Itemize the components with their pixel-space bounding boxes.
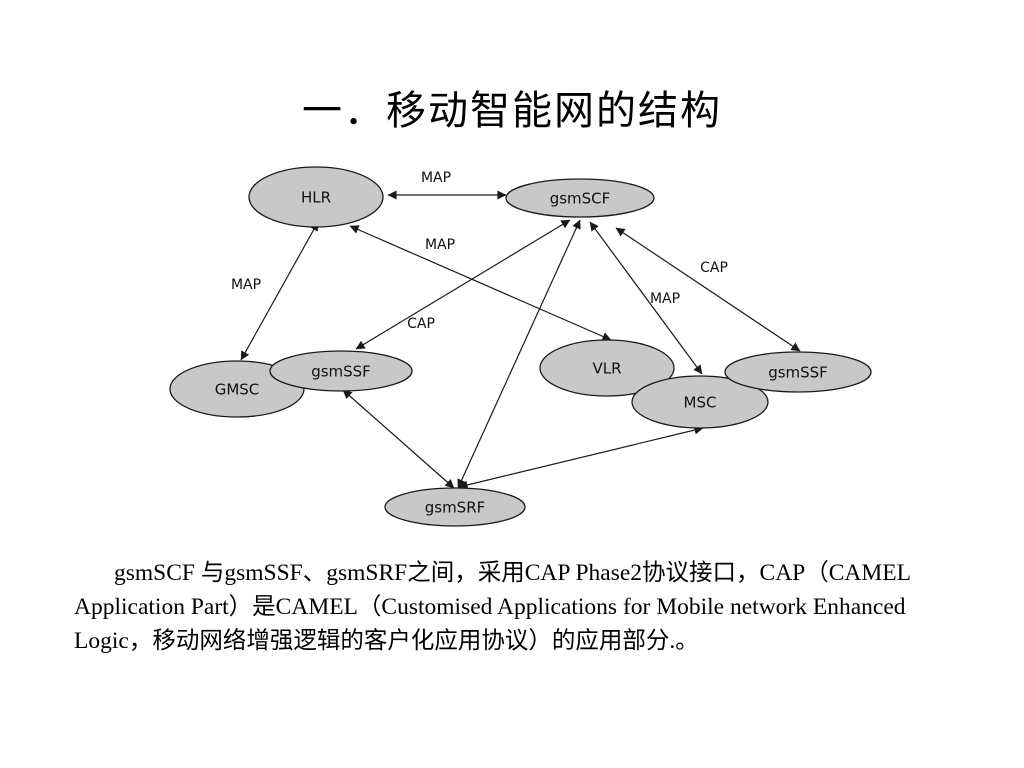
- edge-gsmssf-left-gsmsrf: [342, 389, 455, 489]
- edge-label-gsmscf-gsmssf-left: CAP: [407, 316, 435, 332]
- edge-hlr-gmsc: [240, 221, 319, 361]
- node-label-gsmssf-left: gsmSSF: [311, 363, 371, 381]
- node-shape-gsmscf: [505, 178, 655, 218]
- node-label-hlr: HLR: [301, 189, 331, 207]
- node-msc: MSC: [631, 375, 769, 429]
- page-title: 一．移动智能网的结构: [302, 88, 722, 134]
- node-shape-gsmsrf: [384, 487, 526, 527]
- node-label-msc: MSC: [684, 394, 717, 412]
- node-label-gsmssf-right: gsmSSF: [768, 364, 828, 382]
- edge-gsmscf-gsmssf-right: [615, 227, 801, 352]
- node-label-gmsc: GMSC: [215, 381, 260, 399]
- edge-hlr-vlr: [349, 225, 612, 341]
- node-shape-gmsc: [169, 360, 305, 418]
- node-layer: HLR gsmSCF GMSC gsmSSF VLR MSC gsmSSF gsmSRF: [169, 166, 872, 527]
- node-gmsc: GMSC: [169, 360, 305, 418]
- node-hlr: HLR: [248, 166, 384, 228]
- edge-layer: [240, 190, 801, 490]
- node-vlr: VLR: [539, 339, 675, 397]
- node-shape-hlr: [248, 166, 384, 228]
- edge-label-gsmscf-msc: MAP: [650, 291, 680, 307]
- edge-gsmscf-msc: [589, 221, 703, 375]
- edge-label-layer: MAP MAP MAP CAP CAP MAP: [231, 170, 728, 332]
- description-paragraph: gsmSCF 与gsmSSF、gsmSRF之间，采用CAP Phase2协议接口…: [74, 560, 911, 654]
- node-label-gsmscf: gsmSCF: [550, 190, 611, 208]
- edge-label-hlr-gmsc: MAP: [231, 277, 261, 293]
- node-shape-msc: [631, 375, 769, 429]
- edge-label-hlr-vlr: MAP: [425, 237, 455, 253]
- node-shape-vlr: [539, 339, 675, 397]
- edge-gsmscf-gsmssf-left: [355, 219, 571, 350]
- node-shape-gsmssf-right: [724, 351, 872, 393]
- edge-label-hlr-gsmscf: MAP: [421, 170, 451, 186]
- node-shape-gsmssf-left: [269, 350, 413, 392]
- edge-msc-gsmsrf: [458, 425, 704, 490]
- node-gsmssf-right: gsmSSF: [724, 351, 872, 393]
- node-gsmsrf: gsmSRF: [384, 487, 526, 527]
- node-label-vlr: VLR: [592, 360, 621, 378]
- node-gsmscf: gsmSCF: [505, 178, 655, 218]
- edge-label-gsmscf-gsmssf-right: CAP: [700, 260, 728, 276]
- node-gsmssf-left: gsmSSF: [269, 350, 413, 392]
- node-label-gsmsrf: gsmSRF: [425, 499, 486, 517]
